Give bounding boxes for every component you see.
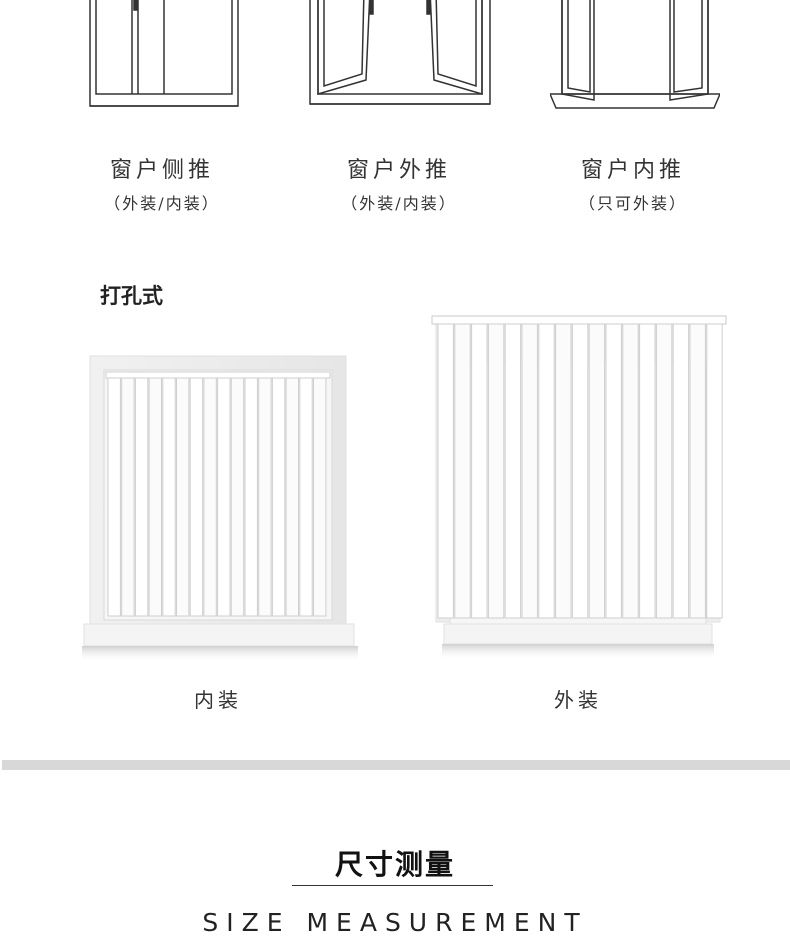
blind-vane xyxy=(588,323,606,619)
blind-vane xyxy=(285,377,300,617)
blind-vane xyxy=(454,323,471,619)
blind-vane xyxy=(471,323,488,619)
blind-vane xyxy=(622,323,639,619)
section-label: 打孔式 xyxy=(100,284,163,308)
window-type-subtitle: （外装/内装） xyxy=(341,194,457,213)
blind-vane xyxy=(689,323,706,619)
section-subheading: SIZE MEASUREMENT xyxy=(202,908,588,937)
window-type-outward: 窗户外推 （外装/内装） xyxy=(299,152,499,214)
install-caption-outside: 外装 xyxy=(554,688,602,712)
blind-vane xyxy=(706,323,723,619)
window-type-title: 窗户内推 xyxy=(580,158,685,183)
blind-vane xyxy=(258,377,272,617)
blind-vane xyxy=(148,377,162,617)
blind-vane xyxy=(672,323,690,619)
blind-vane xyxy=(230,377,245,617)
blind-vane xyxy=(313,377,327,617)
blind-vane xyxy=(189,377,204,617)
blind-vane xyxy=(504,323,522,619)
blind-vane xyxy=(521,323,538,619)
window-type-subtitle: （外装/内装） xyxy=(104,194,220,213)
section-divider xyxy=(2,760,790,770)
blind-vane xyxy=(217,377,231,617)
section-heading: 尺寸测量 xyxy=(334,848,455,881)
blind-vane xyxy=(162,377,176,617)
blind-vane xyxy=(655,323,673,619)
blind-vane xyxy=(271,377,286,617)
outside-mount-blind-icon xyxy=(431,315,727,660)
window-type-title: 窗户侧推 xyxy=(109,158,214,183)
window-type-subtitle: （只可外装） xyxy=(578,194,687,213)
outward-casement-window-icon xyxy=(309,0,491,105)
blind-vane xyxy=(121,377,135,617)
window-type-title: 窗户外推 xyxy=(346,158,451,183)
sliding-window-icon xyxy=(89,0,239,107)
blind-vane xyxy=(299,377,313,617)
blind-vane xyxy=(605,323,622,619)
window-type-sliding: 窗户侧推 （外装/内装） xyxy=(62,152,262,214)
install-caption-inside: 内装 xyxy=(194,688,242,712)
blind-vane xyxy=(487,323,505,619)
blind-vane xyxy=(555,323,572,619)
window-type-inward: 窗户内推 （只可外装） xyxy=(533,152,733,214)
blind-vane xyxy=(107,377,121,617)
blind-vane xyxy=(437,323,454,619)
blind-vane xyxy=(244,377,258,617)
heading-underline xyxy=(292,885,493,886)
blind-vane xyxy=(203,377,217,617)
blind-vane xyxy=(538,323,555,619)
blind-vane xyxy=(134,377,149,617)
blind-vane xyxy=(176,377,190,617)
inward-casement-window-icon xyxy=(550,0,720,109)
blind-vane xyxy=(571,323,589,619)
inside-mount-blind-icon xyxy=(82,355,358,662)
blind-vane xyxy=(639,323,656,619)
